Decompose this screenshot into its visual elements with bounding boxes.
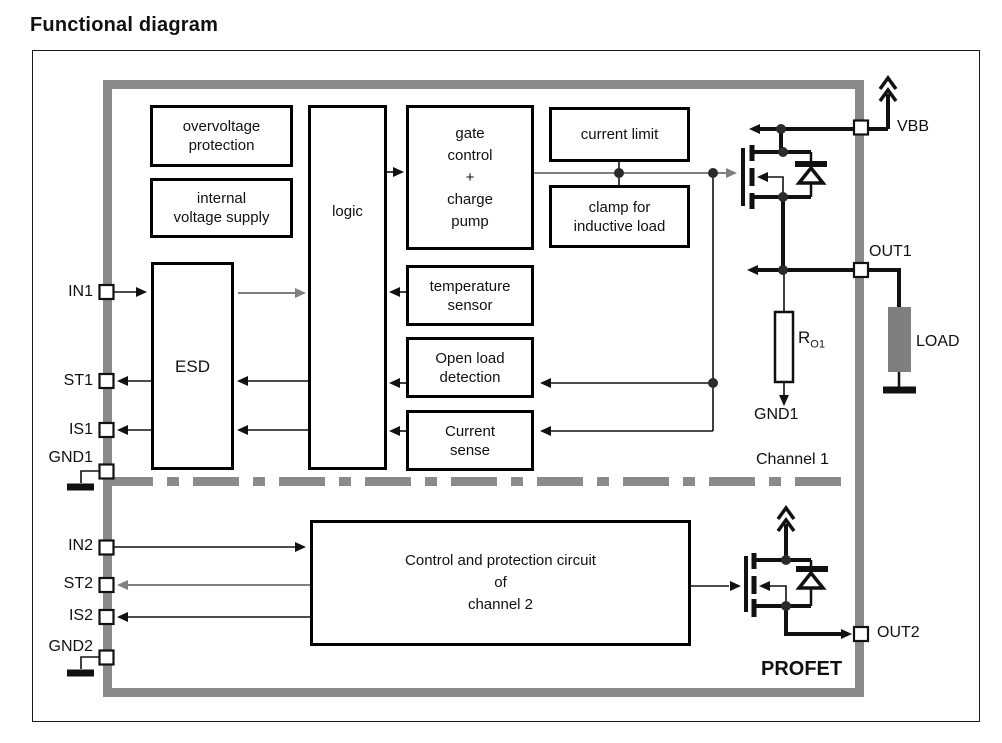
body-diode-ch2-icon [795, 560, 828, 606]
pin-is1-square [98, 421, 115, 439]
block-clamp-inductive-load: clamp for inductive load [549, 185, 690, 248]
block-esd: ESD [151, 262, 234, 470]
pin-label-out1: OUT1 [869, 243, 912, 260]
junction-dots [614, 124, 791, 611]
pin-vbb-square [852, 119, 870, 136]
pin-st2-square [98, 576, 115, 594]
resistor-label-base: R [798, 328, 811, 347]
pin-label-is2: IS2 [68, 607, 93, 624]
mosfet-ch2-icon [744, 553, 787, 617]
gray-wires [117, 168, 737, 590]
gnd1-ground-icon [67, 470, 99, 491]
block-current-limit: current limit [549, 107, 690, 162]
pin-label-gnd1: GND1 [48, 449, 93, 466]
label-load: LOAD [916, 333, 960, 350]
resistor-ro1 [773, 310, 795, 384]
pin-gnd2-square [98, 649, 115, 666]
pin-label-st2: ST2 [63, 575, 93, 592]
pin-st1-square [98, 372, 115, 390]
pin-label-is1: IS1 [68, 421, 93, 438]
pin-in2-square [98, 539, 115, 556]
block-temperature-sensor: temperature sensor [406, 265, 534, 326]
label-channel-1: Channel 1 [756, 451, 829, 468]
body-diode-ch1-icon [795, 152, 827, 197]
pin-label-gnd2: GND2 [48, 638, 93, 655]
pin-out2-square [852, 625, 870, 643]
label-gnd1-output: GND1 [754, 406, 799, 423]
vbb-arrow-icon [878, 75, 898, 103]
page-title: Functional diagram [30, 14, 219, 36]
block-gate-control-charge-pump: gate control + charge pump [406, 105, 534, 250]
block-internal-voltage-supply: internal voltage supply [150, 178, 293, 238]
gnd2-ground-icon [67, 656, 99, 677]
ch2-supply-arrow-icon [776, 505, 796, 533]
pin-out1-square [852, 261, 870, 279]
pin-label-st1: ST1 [63, 372, 93, 389]
resistor-label-sub: O1 [810, 338, 825, 351]
label-profet: PROFET [761, 658, 843, 680]
figure-frame [32, 50, 980, 722]
block-logic: logic [308, 105, 387, 470]
pin-squares [98, 119, 870, 666]
pin-gnd1-square [98, 463, 115, 480]
block-control-protection-ch2: Control and protection circuit of channe… [310, 520, 691, 646]
signal-wires [113, 160, 789, 622]
mosfet-ch1-icon [741, 145, 784, 209]
pin-label-out2: OUT2 [877, 624, 920, 641]
label-resistor-ro1: RO1 [798, 328, 825, 350]
block-current-sense: Current sense [406, 410, 534, 471]
pin-label-vbb: VBB [897, 118, 930, 135]
pin-is2-square [98, 608, 115, 626]
pin-label-in1: IN1 [68, 283, 93, 300]
block-overvoltage-protection: overvoltage protection [150, 105, 293, 167]
load-resistor [883, 307, 916, 394]
pin-in1-square [98, 283, 115, 301]
pin-label-in2: IN2 [68, 537, 93, 554]
block-open-load-detection: Open load detection [406, 337, 534, 398]
